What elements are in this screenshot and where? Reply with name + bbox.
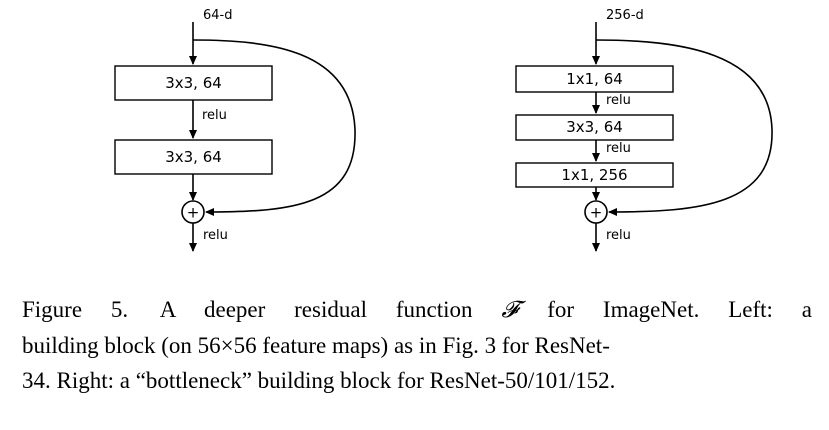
right-relu-1: relu bbox=[606, 93, 631, 108]
right-input-label: 256-d bbox=[606, 8, 644, 23]
left-identity-shortcut bbox=[192, 39, 356, 216]
right-layer-3-label: 1x1, 256 bbox=[561, 166, 627, 184]
left-addition-symbol: + bbox=[187, 204, 200, 222]
caption-line-1: Figure 5. A deeper residual function 𝓕 f… bbox=[22, 292, 812, 328]
residual-blocks-diagram: 64-d 3x3, 64 relu 3x3, 64 + relu bbox=[114, 8, 773, 252]
residual-function-symbol: 𝓕 bbox=[501, 297, 519, 323]
left-input-label: 64-d bbox=[203, 8, 233, 23]
left-output-relu: relu bbox=[203, 228, 228, 243]
right-identity-shortcut bbox=[595, 39, 773, 216]
right-layer-2-label: 3x3, 64 bbox=[566, 118, 623, 136]
figure-label: Figure 5. bbox=[22, 297, 129, 322]
right-layer-2-box bbox=[515, 114, 674, 141]
left-layer-2-box bbox=[114, 139, 273, 175]
left-layer-2-label: 3x3, 64 bbox=[165, 148, 222, 166]
left-layer-1-label: 3x3, 64 bbox=[165, 74, 222, 92]
caption-line-2: building block (on 56×56 feature maps) a… bbox=[22, 333, 610, 358]
caption-line-3: 34. Right: a “bottleneck” building block… bbox=[22, 368, 616, 393]
right-output-relu: relu bbox=[606, 228, 631, 243]
right-layer-1-label: 1x1, 64 bbox=[566, 70, 623, 88]
right-relu-2: relu bbox=[606, 141, 631, 156]
caption-line-1-rest: for ImageNet. Left: a bbox=[547, 297, 812, 322]
figure-caption: Figure 5. A deeper residual function 𝓕 f… bbox=[22, 292, 812, 398]
right-addition-symbol: + bbox=[590, 204, 603, 222]
left-building-block: 64-d 3x3, 64 relu 3x3, 64 + relu bbox=[114, 8, 356, 252]
right-layer-3-box bbox=[515, 162, 674, 188]
right-layer-1-box bbox=[515, 65, 674, 93]
caption-text-before-symbol: A deeper residual function bbox=[159, 297, 473, 322]
left-relu-1: relu bbox=[202, 108, 227, 123]
right-bottleneck-block: 256-d 1x1, 64 relu 3x3, 64 relu 1x1, 256… bbox=[515, 8, 773, 252]
